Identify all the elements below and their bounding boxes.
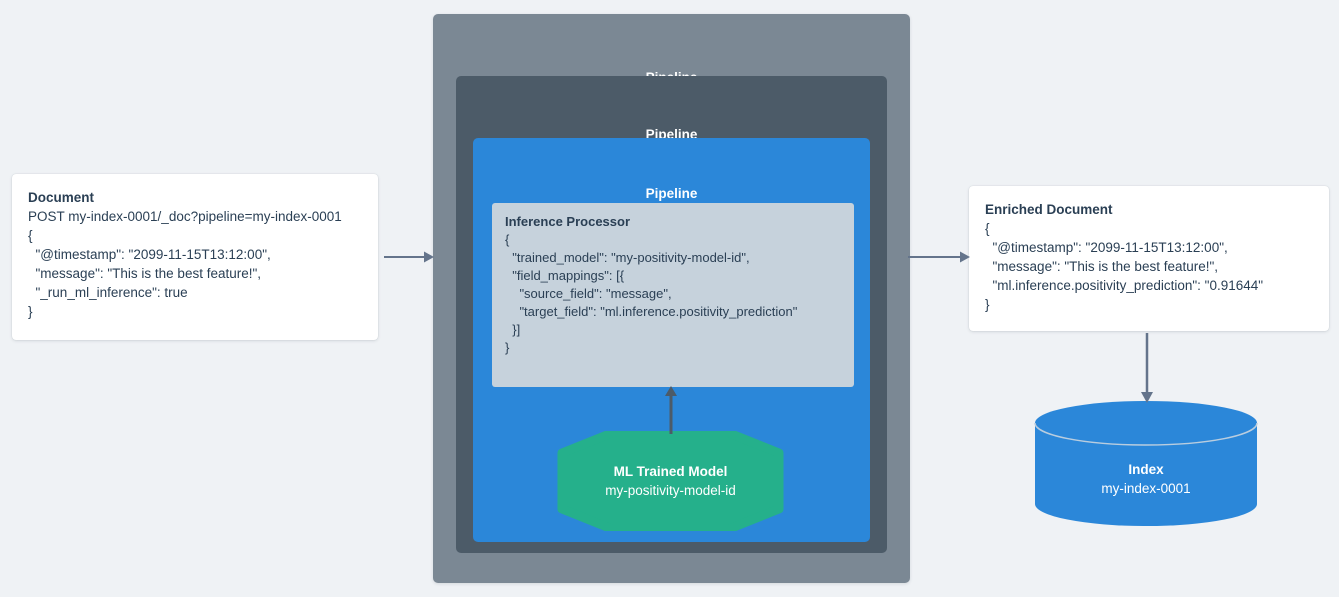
- arrow-model-to-processor: [662, 386, 680, 434]
- enriched-document-card-line: }: [985, 297, 990, 312]
- inference-processor-line: }: [505, 340, 510, 355]
- enriched-document-card-line: "message": "This is the best feature!",: [985, 259, 1219, 274]
- document-card-line: POST my-index-0001/_doc?pipeline=my-inde…: [28, 209, 342, 224]
- inference-processor-line: "source_field": "message",: [505, 286, 672, 301]
- enriched-document-card-line: "ml.inference.positivity_prediction": "0…: [985, 278, 1264, 293]
- document-card-title: Document: [28, 190, 95, 205]
- arrow-up-icon: [665, 386, 677, 434]
- document-card-line: "@timestamp": "2099-11-15T13:12:00",: [28, 247, 271, 262]
- enriched-document-card-title: Enriched Document: [985, 202, 1113, 217]
- document-card-line: "_run_ml_inference": true: [28, 285, 188, 300]
- enriched-document-card-line: "@timestamp": "2099-11-15T13:12:00",: [985, 240, 1228, 255]
- arrow-right-icon: [908, 251, 970, 263]
- arrow-pipeline-to-enriched-document: [908, 248, 970, 266]
- arrow-document-to-pipeline: [384, 248, 434, 266]
- inference-processor-line: {: [505, 232, 510, 247]
- arrow-right-icon: [384, 251, 434, 263]
- inference-processor-title: Inference Processor: [505, 214, 631, 229]
- inference-processor-line: "field_mappings": [{: [505, 268, 625, 283]
- enriched-document-card-line: {: [985, 221, 990, 236]
- arrow-down-icon: [1141, 333, 1153, 403]
- ml-trained-model-hexagon: ML Trained Model my-positivity-model-id: [556, 431, 785, 531]
- inference-processor-line: "trained_model": "my-positivity-model-id…: [505, 250, 750, 265]
- pipeline-inner-kind: Pipeline: [645, 186, 698, 201]
- document-card-line: }: [28, 304, 33, 319]
- enriched-document-card: Enriched Document { "@timestamp": "2099-…: [969, 186, 1329, 331]
- arrow-enriched-document-to-index: [1138, 333, 1156, 403]
- cylinder-shape: [1034, 401, 1258, 526]
- document-card: Document POST my-index-0001/_doc?pipelin…: [12, 174, 378, 340]
- document-card-line: {: [28, 228, 33, 243]
- inference-processor-panel: Inference Processor { "trained_model": "…: [492, 203, 854, 387]
- inference-processor-line: "target_field": "ml.inference.positivity…: [505, 304, 798, 319]
- inference-processor-line: }]: [505, 322, 521, 337]
- index-cylinder: Index my-index-0001: [1034, 401, 1258, 526]
- document-card-line: "message": "This is the best feature!",: [28, 266, 262, 281]
- hexagon-shape: [557, 431, 784, 531]
